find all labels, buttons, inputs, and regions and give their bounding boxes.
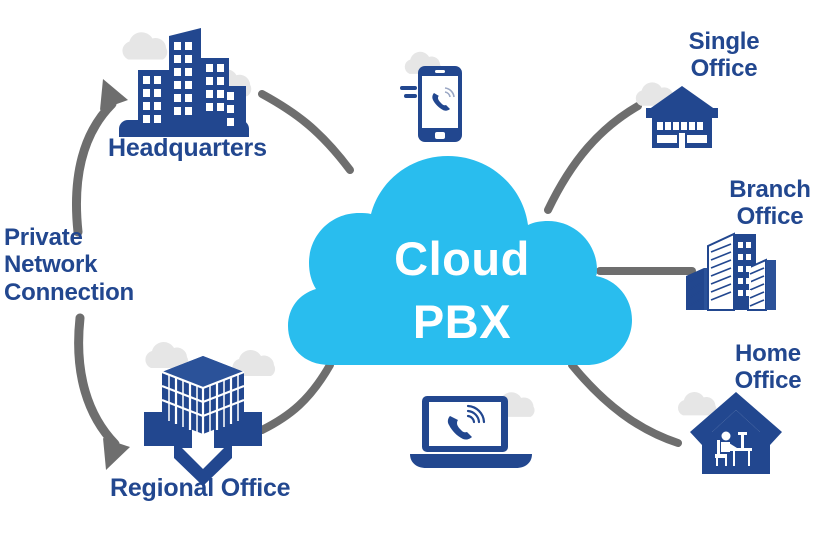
laptop-call-icon [410, 392, 535, 468]
arrow-to-regional-office [74, 313, 130, 470]
home-office-label: Home Office [734, 340, 802, 395]
line-cloud-single-office [544, 102, 642, 214]
smartphone-call-icon [400, 51, 462, 142]
arrow-to-headquarters [71, 79, 128, 237]
headquarters-icon [119, 28, 252, 137]
line-cloud-headquarters [258, 90, 354, 174]
line-cloud-home-office [568, 361, 682, 447]
private-network-connection-label: Private Network Connection [4, 224, 134, 306]
line-cloud-regional [258, 361, 334, 434]
cloud-pbx-shape [288, 156, 632, 365]
single-office-icon [635, 82, 718, 148]
regional-office-label: Regional Office [110, 474, 291, 502]
cloud-title-line1: Cloud [394, 232, 530, 285]
branch-office-label: Branch Office [729, 176, 811, 231]
connector-group [71, 79, 696, 470]
cloud-title-line2: PBX [412, 295, 512, 348]
home-office-icon [677, 392, 782, 474]
branch-office-icon [686, 232, 776, 311]
single-office-label: Single Office [688, 28, 760, 83]
regional-office-icon [144, 342, 276, 486]
headquarters-label: Headquarters [108, 134, 267, 162]
